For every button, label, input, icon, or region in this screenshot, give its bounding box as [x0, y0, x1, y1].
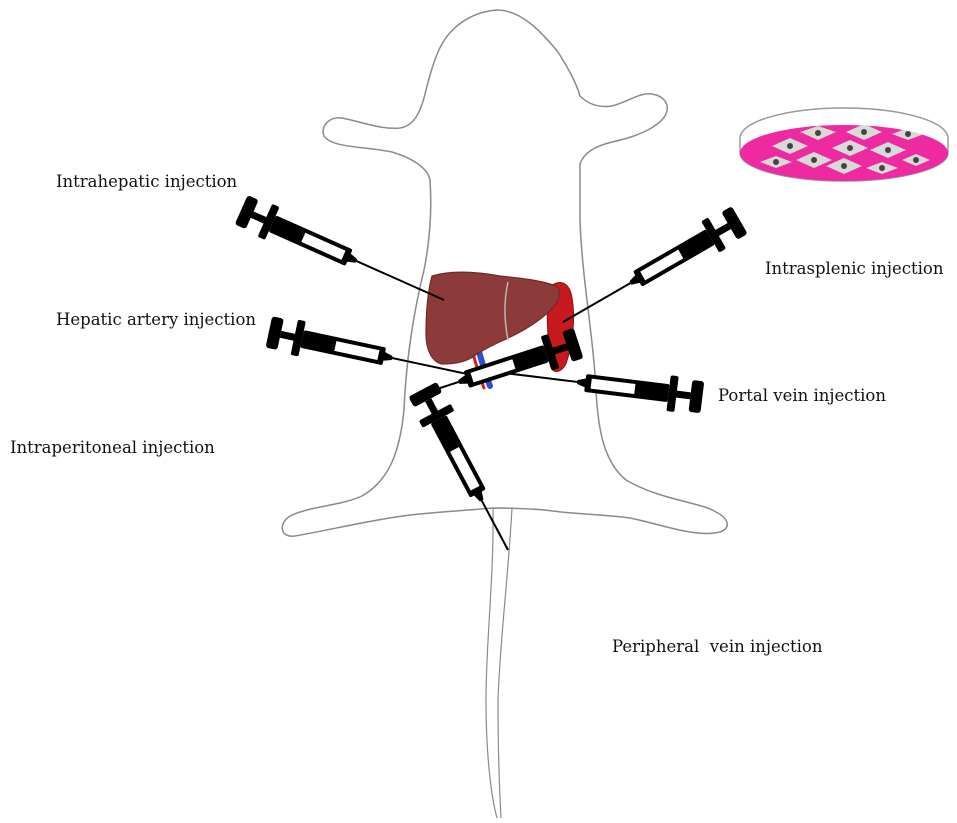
rat-outline	[281, 9, 728, 537]
label-intrasplenic: Intrasplenic injection	[765, 259, 944, 278]
rat-tail	[485, 507, 513, 819]
label-intrahepatic: Intrahepatic injection	[56, 172, 238, 191]
label-hepatic-artery: Hepatic artery injection	[56, 310, 257, 329]
label-intraperitoneal: Intraperitoneal injection	[10, 438, 215, 457]
syringe-icon-peripheral-vein	[405, 379, 511, 551]
syringe-icon-intrahepatic	[232, 192, 445, 301]
petri-dish-icon	[739, 107, 949, 182]
label-peripheral-vein: Peripheral vein injection	[612, 637, 823, 656]
liver-lobe-line	[504, 281, 509, 341]
label-portal-vein: Portal vein injection	[718, 386, 886, 405]
syringe-icon-intrasplenic	[562, 203, 750, 323]
liver	[425, 271, 561, 365]
